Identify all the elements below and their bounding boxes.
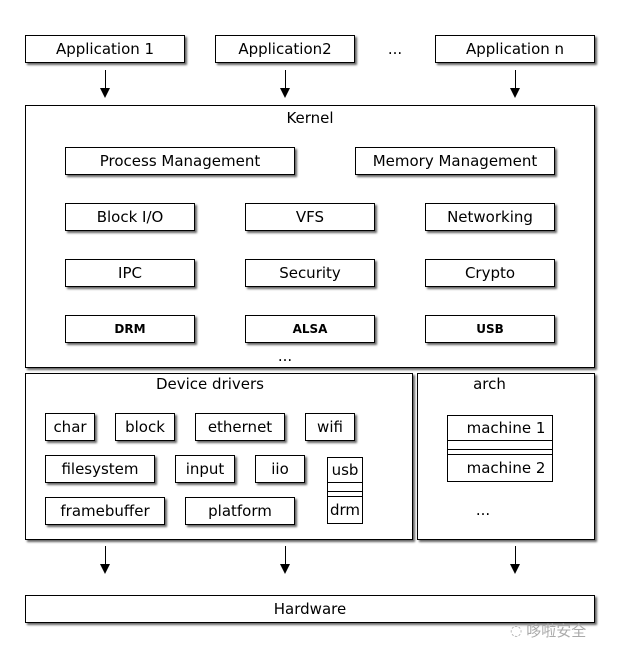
drm-box: DRM: [65, 315, 195, 343]
process-management-box: Process Management: [65, 147, 295, 175]
platform-box: platform: [185, 497, 295, 525]
kernel-title: Kernel: [286, 109, 334, 127]
stack-separator: [328, 482, 362, 492]
usb-driver-label: usb: [331, 461, 359, 479]
machine-1-label: machine 1: [466, 419, 546, 437]
filesystem-box: filesystem: [45, 455, 155, 483]
machine-stack: machine 1 machine 2: [447, 415, 553, 482]
application-n-box: Application n: [435, 35, 595, 63]
device-drivers-title: Device drivers: [155, 375, 264, 393]
machine-2-label: machine 2: [448, 454, 552, 481]
application-1-box: Application 1: [25, 35, 185, 63]
block-box: block: [115, 413, 175, 441]
iio-box: iio: [255, 455, 305, 483]
wechat-icon: ◌: [510, 622, 523, 639]
applications-ellipsis: ...: [387, 40, 403, 58]
char-box: char: [45, 413, 95, 441]
crypto-box: Crypto: [425, 259, 555, 287]
block-io-box: Block I/O: [65, 203, 195, 231]
alsa-box: ALSA: [245, 315, 375, 343]
usb-box: USB: [425, 315, 555, 343]
application-2-box: Application2: [215, 35, 355, 63]
watermark: ◌ 哆啦安全: [510, 620, 586, 641]
arch-ellipsis: ...: [475, 501, 491, 519]
memory-management-box: Memory Management: [355, 147, 555, 175]
networking-box: Networking: [425, 203, 555, 231]
hardware-box: Hardware: [25, 595, 595, 623]
drm-driver-label: drm: [328, 496, 362, 523]
arch-title: arch: [473, 375, 506, 393]
vfs-box: VFS: [245, 203, 375, 231]
framebuffer-box: framebuffer: [45, 497, 165, 525]
ipc-box: IPC: [65, 259, 195, 287]
ethernet-box: ethernet: [195, 413, 285, 441]
security-box: Security: [245, 259, 375, 287]
wifi-box: wifi: [305, 413, 355, 441]
kernel-ellipsis: ...: [277, 347, 293, 365]
input-box: input: [175, 455, 235, 483]
watermark-text: 哆啦安全: [526, 622, 587, 640]
stack-separator: [448, 440, 552, 450]
usb-drm-stack: usb drm: [327, 457, 363, 524]
